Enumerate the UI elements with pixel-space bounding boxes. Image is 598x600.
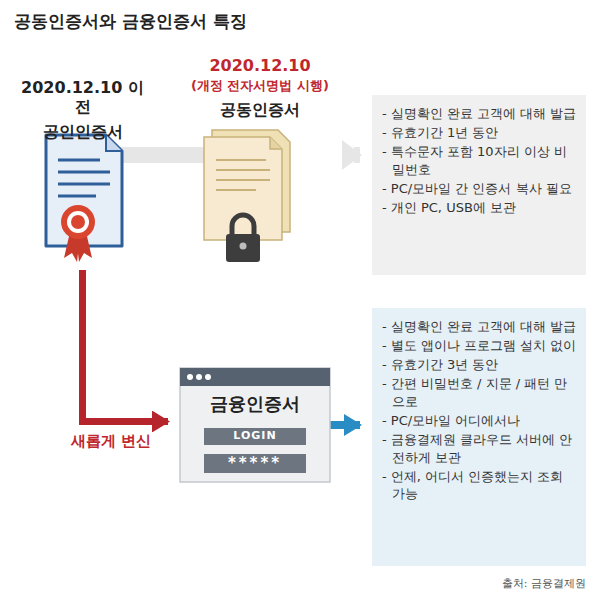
node-text: 2020.12.10 이전 xyxy=(15,78,150,116)
connector-arrow xyxy=(354,147,360,163)
feature-box: - 실명확인 완료 고객에 대해 발급- 유효기간 1년 동안- 특수문자 포함… xyxy=(372,95,586,275)
joint-certificate-icon xyxy=(204,130,290,262)
login-window-node: 금융인증서 LOGIN ***** xyxy=(180,368,330,482)
bullet-item: - PC/모바일 간 인증서 복사 필요 xyxy=(382,180,578,198)
edge-label: 새롭게 변신 xyxy=(69,432,153,451)
title: 공동인증서와 금융인증서 특징 xyxy=(14,10,247,33)
node-text: LOGIN xyxy=(204,429,306,442)
node-text: 공인인증서 xyxy=(15,122,150,141)
node-text: ***** xyxy=(204,454,306,472)
connector-arrow xyxy=(83,270,169,422)
node-text: 2020.12.10 xyxy=(166,56,354,75)
bullet-item: - 금융결제원 클라우드 서버에 안전하게 보관 xyxy=(382,431,578,467)
bullet-item: - 실명확인 완료 고객에 대해 발급 xyxy=(382,105,578,123)
bullet-item: - 유효기간 1년 동안 xyxy=(382,124,578,142)
bullet-item: - 특수문자 포함 10자리 이상 비밀번호 xyxy=(382,143,578,179)
node-text: 공동인증서 xyxy=(166,100,354,119)
bullet-item: - 언제, 어디서 인증했는지 조회 가능 xyxy=(382,468,578,504)
connector-arrow xyxy=(150,147,166,163)
bullet-item: - PC/모바일 어디에서나 xyxy=(382,412,578,430)
certificate-node: 2020.12.10 이전공인인증서 xyxy=(15,78,150,270)
node-text: (개정 전자서명법 시행) xyxy=(166,78,354,94)
certificate-icon xyxy=(46,135,122,262)
login-window xyxy=(180,368,330,482)
source-note: 출처: 금융결제원 xyxy=(502,576,586,591)
bullet-item: - 유효기간 3년 동안 xyxy=(382,356,578,374)
certificate-node: 2020.12.10 (개정 전자서명법 시행) 공동인증서 xyxy=(166,56,354,270)
login-bar: LOGIN xyxy=(204,428,306,445)
password-bar: ***** xyxy=(204,454,306,473)
feature-box: - 실명확인 완료 고객에 대해 발급- 별도 앱이나 프로그램 설치 없이- … xyxy=(372,308,586,566)
bullet-item: - 개인 PC, USB에 보관 xyxy=(382,199,578,217)
bullet-item: - 실명확인 완료 고객에 대해 발급 xyxy=(382,318,578,336)
node-text: 금융인증서 xyxy=(180,393,330,415)
bullet-item: - 간편 비밀번호 / 지문 / 패턴 만으로 xyxy=(382,375,578,411)
bullet-item: - 별도 앱이나 프로그램 설치 없이 xyxy=(382,337,578,355)
connector-arrow xyxy=(330,421,360,429)
